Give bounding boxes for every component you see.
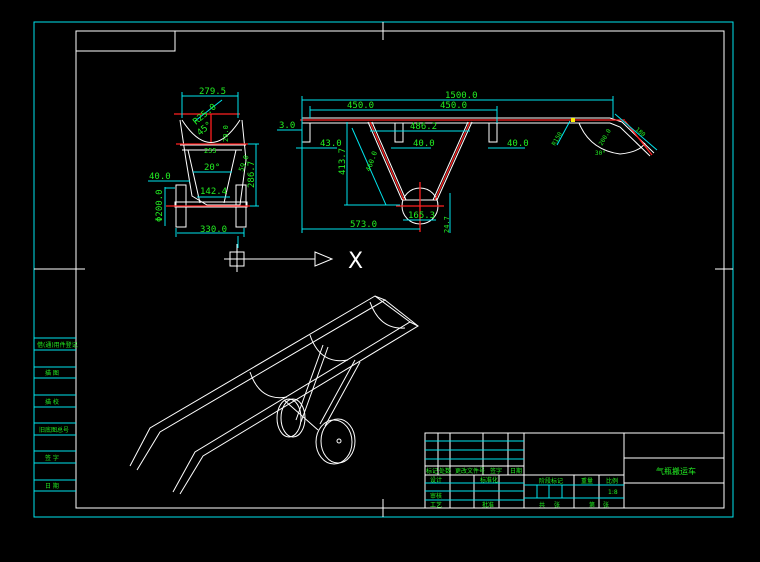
dim-half1: 450.0 [347,101,374,111]
dim-inner-bottom: 142.4 [200,187,227,197]
dim-total: 1500.0 [445,91,478,101]
label-sheet: 张 [554,501,560,509]
label-review: 审核 [430,492,442,500]
dim-bend-length: 200.0 [598,128,613,147]
label-date: 日期 [510,467,522,475]
dim-bend-angle: 30° [595,150,606,157]
label-total: 共 [539,501,545,509]
strip-label-check: 描 校 [45,398,59,406]
view-label-x: X [348,249,363,274]
label-approve: 批准 [482,501,494,509]
strip-label-signature: 签 字 [45,454,59,462]
dim-angle2: 20° [204,163,220,173]
dim-base: 573.0 [350,220,377,230]
side-view: 1500.0 450.0 450.0 3.0 486.2 43.0 40.0 4… [277,91,658,233]
dim-40: 40.0 [149,172,171,182]
label-sign: 签字 [490,467,502,475]
dim-offset: 3.0 [279,121,295,131]
dim-leg-length: 460.0 [364,150,379,173]
label-sheet-no: 第 [589,501,595,509]
label-design: 设计 [430,476,442,484]
strip-label-trace: 描 图 [45,369,59,377]
side-strip: 借(通)用件登记 描 图 描 校 旧底图总号 签 字 日 期 [34,337,78,492]
inner-frame [75,30,725,509]
dim-half2: 450.0 [440,101,467,111]
dim-20: 20.0 [222,125,230,142]
label-weight: 重量 [581,477,593,485]
dim-inner-top: 255 [204,147,217,155]
scale-value: 1:8 [608,489,618,496]
isometric-view [129,295,420,495]
dim-overall: 330.0 [200,225,227,235]
drawing-title: 气瓶搬运车 [656,466,696,476]
title-block: 标记 处数 更改文件号 签字 日期 设计 标准化 审核 工艺 批准 阶段标记 重… [424,432,725,509]
dim-height-side: 413.7 [338,148,348,175]
outer-border [33,21,734,518]
dim-40b: 40.0 [507,139,529,149]
dim-span: 486.2 [410,122,437,132]
label-scale: 比例 [606,477,618,485]
dim-43: 43.0 [320,139,342,149]
code-box [75,30,176,52]
label-sheet2: 张 [603,501,609,509]
label-change-doc: 更改文件号 [455,467,485,475]
dim-wheel-gap: 165.3 [408,211,435,221]
dim-height: 286.7 [247,161,257,188]
dim-40a: 40.0 [413,139,435,149]
label-count: 处数 [439,467,451,475]
label-process: 工艺 [430,501,442,509]
strip-label-date: 日 期 [45,482,59,490]
strip-label-register: 借(通)用件登记 [37,341,78,349]
label-standard: 标准化 [480,476,498,484]
centering-marks [34,22,733,517]
dim-wheel-dia: Φ200.0 [155,189,165,222]
strip-label-old-number: 旧底图总号 [39,426,69,434]
dim-handle: 180 [634,126,647,139]
label-stage: 阶段标记 [539,477,563,485]
dim-width-top: 279.5 [199,87,226,97]
dim-bend-radius: R150 [551,131,564,147]
view-arrow [224,244,334,272]
label-mark: 标记 [426,467,438,475]
front-view: 279.5 R25.0 45° 20.0 255 20° 40.0 142.4 … [148,87,259,248]
bend-point-marker [571,118,575,122]
dim-wheel-offset: 24.7 [443,216,451,233]
